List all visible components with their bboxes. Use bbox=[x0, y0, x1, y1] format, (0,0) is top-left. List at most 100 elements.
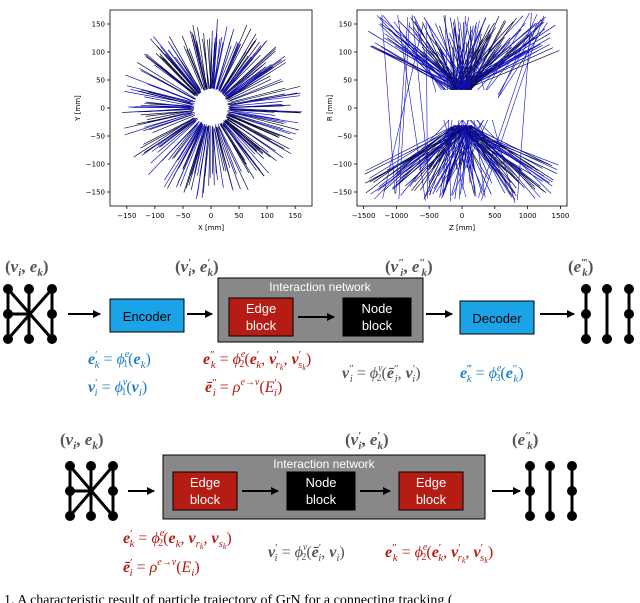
y-tick-label: −100 bbox=[333, 161, 352, 169]
track-line bbox=[152, 84, 196, 103]
track-line bbox=[147, 83, 192, 102]
input-graph-icon-2 bbox=[65, 461, 118, 521]
track-line bbox=[374, 42, 455, 90]
track-line bbox=[228, 115, 286, 138]
track-line bbox=[199, 126, 209, 176]
track-line bbox=[227, 119, 265, 144]
track-line bbox=[173, 123, 203, 177]
track-line bbox=[223, 123, 250, 161]
plot-zr-xlabel: Z [mm] bbox=[449, 224, 475, 232]
track-line bbox=[218, 43, 239, 93]
track-line bbox=[458, 126, 545, 177]
track-line bbox=[397, 126, 455, 185]
track-line bbox=[203, 33, 209, 88]
track-line bbox=[231, 111, 299, 124]
track-line bbox=[150, 38, 200, 96]
edge-block-box bbox=[228, 297, 294, 337]
track-line bbox=[152, 115, 196, 133]
track-line bbox=[225, 120, 277, 161]
encoder-box bbox=[109, 298, 185, 333]
track-line bbox=[462, 128, 469, 189]
track-line bbox=[153, 36, 201, 94]
y-tick-label: 150 bbox=[339, 21, 352, 29]
track-line bbox=[169, 58, 199, 94]
track-line bbox=[458, 126, 476, 189]
y-tick-label: 50 bbox=[96, 77, 105, 85]
track-line bbox=[204, 128, 211, 177]
track-line bbox=[158, 119, 196, 148]
track-line bbox=[177, 122, 202, 161]
track-line bbox=[228, 112, 284, 130]
track-line bbox=[425, 22, 428, 199]
track-line bbox=[397, 14, 426, 201]
track-line bbox=[227, 80, 284, 103]
track-line bbox=[147, 91, 191, 104]
track-line bbox=[215, 124, 234, 191]
track-line bbox=[143, 117, 195, 145]
track-line bbox=[171, 124, 199, 160]
track-line bbox=[192, 39, 206, 91]
x-tick-label: 500 bbox=[488, 212, 501, 220]
track-line bbox=[432, 124, 471, 195]
track-line bbox=[168, 41, 201, 93]
track-line bbox=[226, 78, 272, 101]
edge-block-box-2 bbox=[172, 471, 238, 511]
track-line bbox=[213, 26, 228, 89]
track-line bbox=[216, 127, 231, 168]
x-tick-label: −500 bbox=[420, 212, 439, 220]
track-line bbox=[478, 22, 538, 198]
track-line bbox=[124, 112, 193, 129]
track-line bbox=[157, 118, 198, 153]
track-line bbox=[207, 39, 212, 89]
node-block2-label-1: Node bbox=[305, 475, 336, 490]
track-line bbox=[449, 46, 453, 91]
y-tick-label: −150 bbox=[333, 189, 352, 197]
x-tick-label: −100 bbox=[145, 212, 164, 220]
y-tick-label: 100 bbox=[92, 49, 105, 57]
y-tick-label: −100 bbox=[86, 161, 105, 169]
decoder-label: Decoder bbox=[472, 311, 522, 326]
track-line bbox=[428, 127, 459, 184]
track-line bbox=[148, 120, 200, 175]
track-line bbox=[218, 125, 242, 172]
track-line bbox=[177, 125, 204, 184]
output-graph-icon-2 bbox=[525, 461, 577, 521]
x-tick-label: 1000 bbox=[519, 212, 537, 220]
track-line bbox=[517, 12, 532, 200]
edge-block3-label-1: Edge bbox=[416, 475, 446, 490]
track-line bbox=[211, 27, 218, 89]
track-line bbox=[149, 103, 193, 107]
track-line bbox=[457, 24, 556, 90]
tuple-input: (vi, ek) bbox=[5, 257, 49, 279]
track-line bbox=[160, 46, 200, 93]
track-line bbox=[467, 32, 530, 91]
y-tick-label: 50 bbox=[343, 77, 352, 85]
track-line bbox=[141, 118, 195, 156]
track-line bbox=[219, 123, 247, 165]
track-line bbox=[411, 14, 431, 195]
track-line bbox=[194, 127, 206, 174]
plot-zr-ylabel: R [mm] bbox=[326, 95, 334, 121]
track-line bbox=[183, 125, 206, 193]
tuple2-mid: (v′i, e′k) bbox=[345, 430, 389, 452]
tracks-zr bbox=[364, 12, 560, 204]
tracks-xy bbox=[122, 19, 303, 199]
x-tick-label: −150 bbox=[117, 212, 136, 220]
track-line bbox=[228, 113, 291, 135]
track-line bbox=[226, 120, 269, 153]
track-line bbox=[178, 125, 203, 169]
track-line bbox=[398, 22, 410, 200]
track-line bbox=[173, 121, 202, 159]
track-line bbox=[215, 36, 232, 91]
track-line bbox=[436, 51, 464, 90]
tuple-output: (e‴k) bbox=[568, 257, 593, 279]
x-tick-label: −1500 bbox=[352, 212, 376, 220]
track-line bbox=[230, 87, 286, 103]
track-line bbox=[145, 110, 192, 117]
edge-block-label-1: Edge bbox=[246, 301, 276, 316]
